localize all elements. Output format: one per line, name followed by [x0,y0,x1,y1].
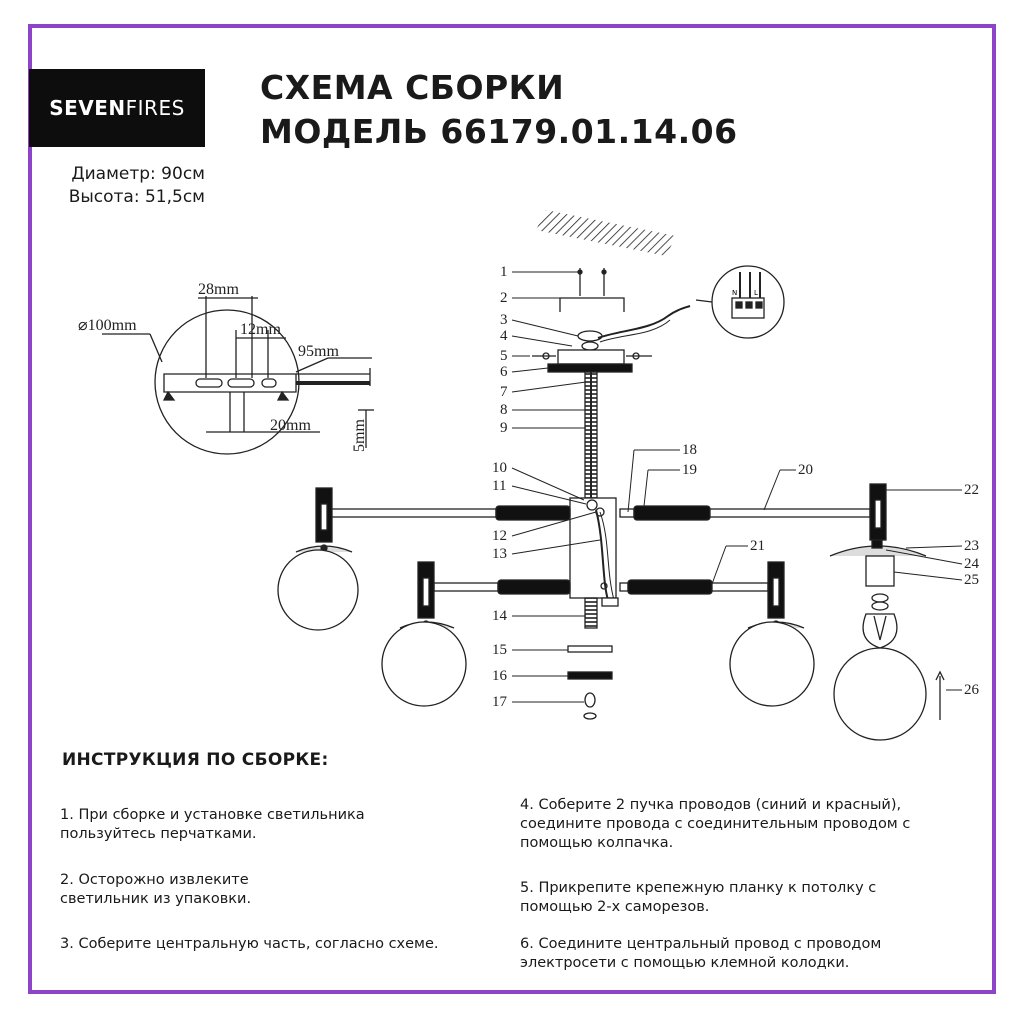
central-assembly [532,268,691,720]
callout-14: 14 [492,608,508,624]
callout-17: 17 [492,694,508,710]
callout-12: 12 [492,528,507,544]
callout-25: 25 [964,572,979,588]
lamp-right-bottom [729,561,815,707]
callout-6: 6 [500,364,508,380]
dim-95: 95mm [298,343,339,360]
lamp-right-exploded [829,483,945,741]
spec-height: Высота: 51,5см [68,187,205,207]
instruction-step-6: 6. Соедините центральный провод с провод… [520,936,882,971]
callout-15: 15 [492,642,507,658]
callout-20: 20 [798,462,813,478]
wire-label-n: N [732,289,737,297]
instruction-step-5: 5. Прикрепите крепежную планку к потолку… [520,880,877,915]
globe [381,621,467,707]
callout-2: 2 [500,290,508,306]
title-line-2: МОДЕЛЬ 66179.01.14.06 [260,112,738,151]
callout-8: 8 [500,402,508,418]
callout-16: 16 [492,668,508,684]
callout-19: 19 [682,462,697,478]
globe [277,549,359,631]
globe [833,647,927,741]
brand-bold: SEVEN [49,96,126,120]
brand-normal: FIRES [125,96,185,120]
callout-18: 18 [682,442,697,458]
instruction-step-2: 2. Осторожно извлеките светильник из упа… [60,872,252,907]
callout-7: 7 [500,384,508,400]
callout-26: 26 [964,682,980,698]
callout-9: 9 [500,420,508,436]
dim-5: 5mm [351,419,368,452]
callout-10: 10 [492,460,507,476]
wire-connection-inset [695,265,785,339]
instruction-step-3: 3. Соберите центральную часть, согласно … [60,936,439,952]
instruction-step-4: 4. Соберите 2 пучка проводов (синий и кр… [520,797,911,851]
instructions-title: ИНСТРУКЦИЯ ПО СБОРКЕ: [62,750,329,770]
spec-diameter: Диаметр: 90см [71,164,205,184]
wire-label-l: L [754,289,758,297]
globe [729,621,815,707]
callout-11: 11 [492,478,506,494]
callout-numbers: 1 2 3 4 5 6 7 8 9 10 11 12 13 14 15 16 1… [492,264,980,710]
callout-5: 5 [500,348,508,364]
callout-leaders [511,271,963,703]
ceiling-hatch [536,210,676,256]
dim-diameter: ⌀100mm [78,317,137,334]
bracket-detail [102,296,374,455]
callout-21: 21 [750,538,765,554]
instruction-step-1: 1. При сборке и установке светильника по… [60,807,365,842]
callout-1: 1 [500,264,508,280]
callout-23: 23 [964,538,979,554]
title-line-1: СХЕМА СБОРКИ [260,68,565,107]
dim-28: 28mm [198,281,239,298]
page-frame [28,24,996,994]
lamp-left-top [277,487,359,631]
lamp-left-bottom [381,561,467,707]
callout-13: 13 [492,546,507,562]
callout-4: 4 [500,328,508,344]
lower-arms [433,579,769,595]
dim-12: 12mm [240,321,281,338]
dim-20: 20mm [270,417,311,434]
callout-3: 3 [500,312,508,328]
callout-24: 24 [964,556,980,572]
upper-arms [329,505,871,521]
callout-22: 22 [964,482,979,498]
